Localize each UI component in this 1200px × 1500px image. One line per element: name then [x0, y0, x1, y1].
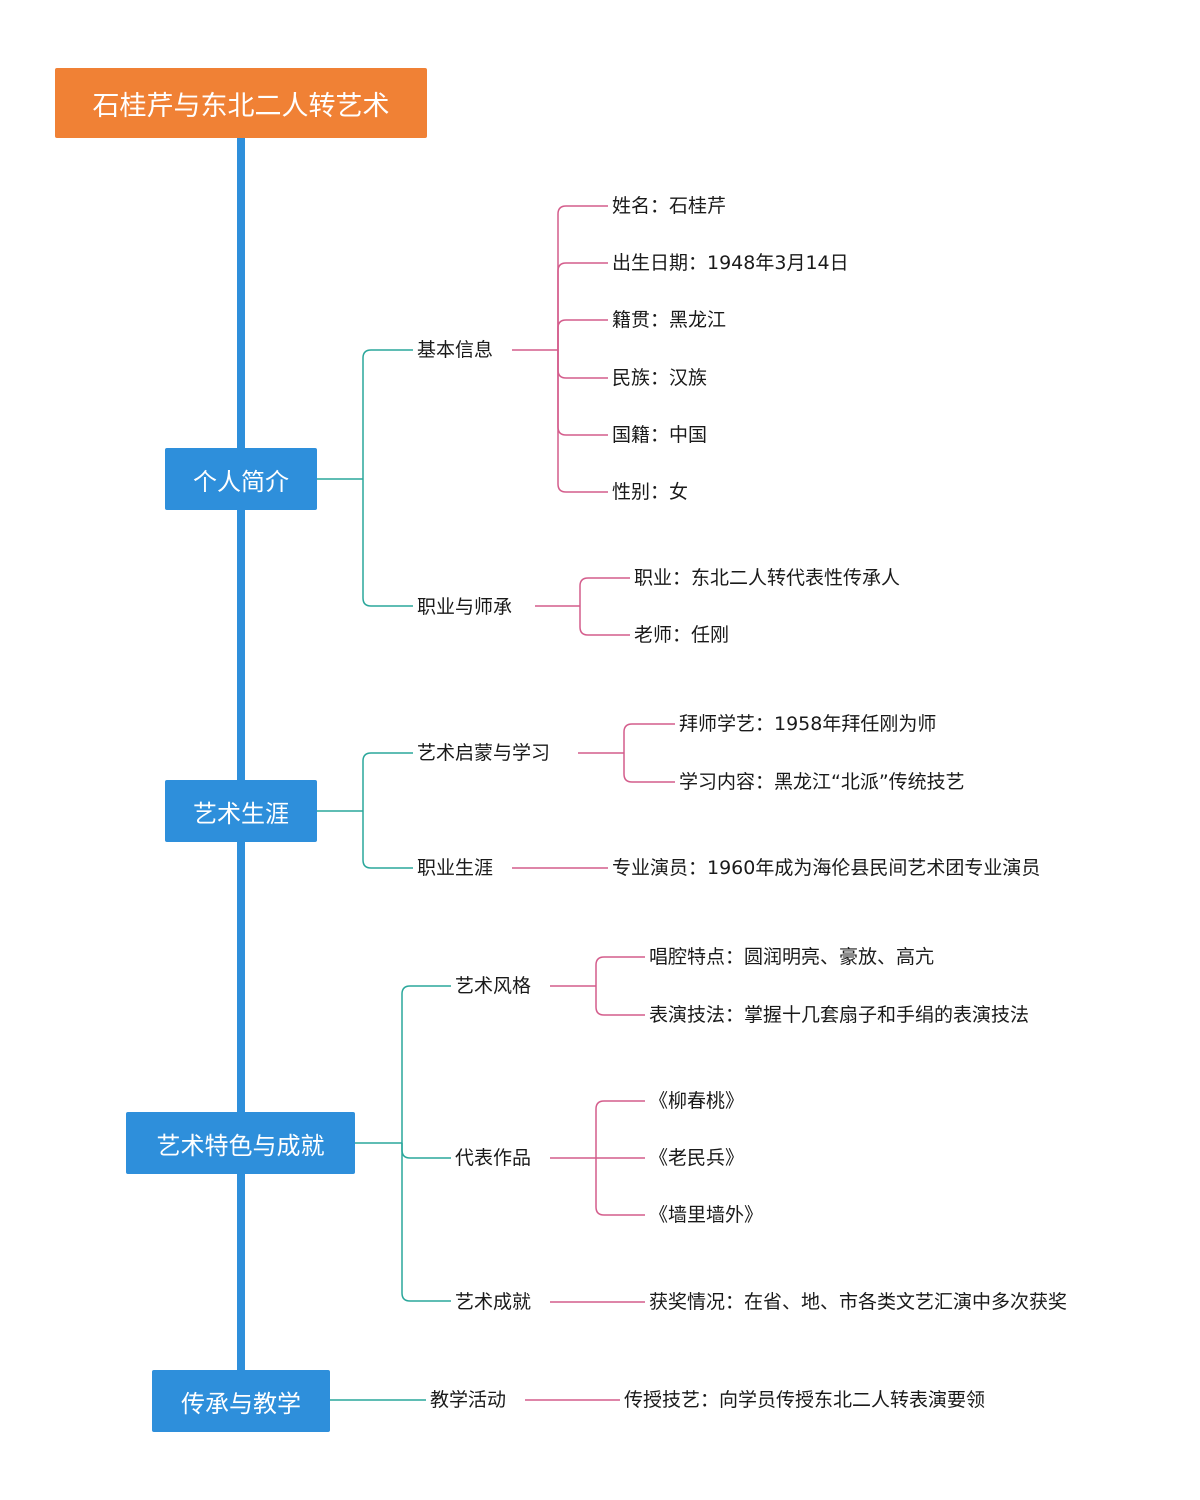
- leaf-performance-technique[interactable]: 表演技法：掌握十几套扇子和手绢的表演技法: [645, 1003, 1034, 1027]
- subtopic-art-achievements[interactable]: 艺术成就: [451, 1290, 536, 1314]
- leaf-work-qiang-li-qiang-wai[interactable]: 《墙里墙外》: [645, 1203, 768, 1227]
- subtopic-basic-info[interactable]: 基本信息: [413, 338, 498, 362]
- link-enlightenment-branch-0: [623, 723, 675, 753]
- link-basic-info-branch-1: [557, 262, 608, 350]
- leaf-occupation[interactable]: 职业：东北二人转代表性传承人: [630, 566, 905, 590]
- link-features-branch-2: [401, 1143, 451, 1302]
- subtopic-teaching-activities[interactable]: 教学活动: [426, 1388, 511, 1412]
- subtopic-career-mentorship[interactable]: 职业与师承: [413, 595, 517, 619]
- link-career-mentorship-branch-0: [579, 577, 630, 606]
- main-topic-features-achievements[interactable]: 艺术特色与成就: [126, 1112, 355, 1174]
- link-enlightenment-branch-1: [623, 753, 675, 783]
- link-profile-branch-0: [362, 349, 413, 479]
- link-career-branch-1: [362, 811, 413, 869]
- leaf-teacher[interactable]: 老师：任刚: [630, 623, 734, 647]
- link-art-style-branch-1: [595, 986, 645, 1016]
- link-basic-info-branch-2: [557, 319, 608, 350]
- link-art-style-branch-0: [595, 956, 645, 986]
- link-basic-info-branch-3: [557, 350, 608, 379]
- subtopic-representative-works[interactable]: 代表作品: [451, 1146, 536, 1170]
- leaf-professional-actor[interactable]: 专业演员：1960年成为海伦县民间艺术团专业演员: [608, 856, 1045, 880]
- leaf-singing-style[interactable]: 唱腔特点：圆润明亮、豪放、高亢: [645, 945, 939, 969]
- subtopic-professional-career[interactable]: 职业生涯: [413, 856, 498, 880]
- leaf-native-place[interactable]: 籍贯：黑龙江: [608, 308, 731, 332]
- link-works-branch-0: [595, 1100, 645, 1158]
- leaf-teaching-skills[interactable]: 传授技艺：向学员传授东北二人转表演要领: [620, 1388, 990, 1412]
- main-topic-art-career[interactable]: 艺术生涯: [165, 780, 317, 842]
- root-topic[interactable]: 石桂芹与东北二人转艺术: [55, 68, 427, 138]
- leaf-apprenticeship[interactable]: 拜师学艺：1958年拜任刚为师: [675, 712, 941, 736]
- leaf-ethnicity[interactable]: 民族：汉族: [608, 366, 712, 390]
- link-basic-info-branch-0: [557, 205, 608, 350]
- main-topic-personal-profile[interactable]: 个人简介: [165, 448, 317, 510]
- leaf-name[interactable]: 姓名：石桂芹: [608, 194, 731, 218]
- leaf-gender[interactable]: 性别：女: [608, 480, 693, 504]
- leaf-work-liu-chun-tao[interactable]: 《柳春桃》: [645, 1089, 749, 1113]
- link-works-branch-2: [595, 1158, 645, 1216]
- subtopic-art-style[interactable]: 艺术风格: [451, 974, 536, 998]
- leaf-birth-date[interactable]: 出生日期：1948年3月14日: [608, 251, 853, 275]
- subtopic-enlightenment-learning[interactable]: 艺术启蒙与学习: [413, 741, 555, 765]
- link-profile-branch-1: [362, 479, 413, 607]
- link-career-mentorship-branch-1: [579, 606, 630, 636]
- link-basic-info-branch-5: [557, 350, 608, 493]
- link-career-branch-0: [362, 752, 413, 811]
- link-features-branch-0: [401, 985, 451, 1143]
- leaf-nationality[interactable]: 国籍：中国: [608, 423, 712, 447]
- link-basic-info-branch-4: [557, 350, 608, 436]
- link-features-branch-1: [401, 1143, 451, 1159]
- leaf-awards[interactable]: 获奖情况：在省、地、市各类文艺汇演中多次获奖: [645, 1290, 1072, 1314]
- leaf-work-lao-min-bing[interactable]: 《老民兵》: [645, 1146, 749, 1170]
- main-topic-inheritance-teaching[interactable]: 传承与教学: [152, 1370, 330, 1432]
- leaf-learning-content[interactable]: 学习内容：黑龙江“北派”传统技艺: [675, 770, 969, 794]
